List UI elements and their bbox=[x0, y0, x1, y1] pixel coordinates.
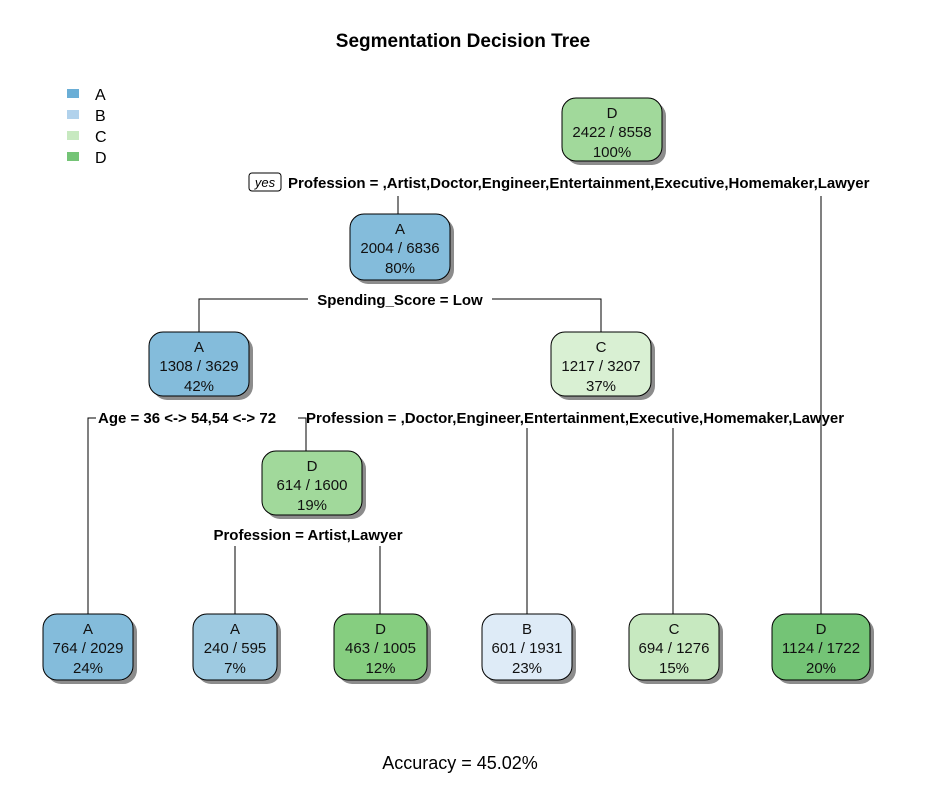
split-label-n2: Spending_Score = Low bbox=[317, 292, 483, 309]
node-box bbox=[148, 331, 250, 397]
tree-node-n4: A 1308 / 3629 42% bbox=[148, 331, 253, 400]
node-box bbox=[261, 450, 363, 516]
node-percent-label: 24% bbox=[73, 660, 103, 677]
yes-badge-box bbox=[248, 172, 282, 192]
node-count-label: 1124 / 1722 bbox=[782, 640, 860, 657]
legend-swatch-b bbox=[67, 110, 79, 119]
node-class-label: A bbox=[194, 339, 204, 356]
legend-label-a: A bbox=[95, 87, 106, 104]
node-percent-label: 20% bbox=[806, 660, 836, 677]
node-class-label: B bbox=[522, 621, 532, 638]
node-box bbox=[481, 613, 573, 681]
node-class-label: D bbox=[816, 621, 827, 638]
split-label-n4: Age = 36 <-> 54,54 <-> 72 bbox=[98, 410, 276, 427]
tree-node-leaf4: B 601 / 1931 23% bbox=[481, 613, 576, 684]
node-class-label: A bbox=[230, 621, 240, 638]
tree-edges bbox=[87, 196, 822, 614]
node-class-label: A bbox=[83, 621, 93, 638]
node-percent-label: 19% bbox=[297, 497, 327, 514]
edge-n2-n4 bbox=[198, 298, 308, 332]
node-percent-label: 15% bbox=[659, 660, 689, 677]
node-box bbox=[771, 613, 871, 681]
node-count-label: 2422 / 8558 bbox=[572, 124, 651, 141]
legend-swatch-c bbox=[67, 131, 79, 140]
node-count-label: 2004 / 6836 bbox=[360, 240, 439, 257]
tree-node-n5: C 1217 / 3207 37% bbox=[550, 331, 655, 400]
node-class-label: C bbox=[669, 621, 680, 638]
node-box bbox=[628, 613, 720, 681]
node-percent-label: 80% bbox=[385, 260, 415, 277]
node-count-label: 463 / 1005 bbox=[345, 640, 416, 657]
node-percent-label: 42% bbox=[184, 378, 214, 395]
node-percent-label: 23% bbox=[512, 660, 542, 677]
node-class-label: C bbox=[596, 339, 607, 356]
split-label-n5: Profession = ,Doctor,Engineer,Entertainm… bbox=[306, 410, 844, 427]
node-count-label: 240 / 595 bbox=[204, 640, 267, 657]
node-box bbox=[192, 613, 278, 681]
tree-node-leaf6: D 1124 / 1722 20% bbox=[771, 613, 874, 684]
legend: A B C D bbox=[67, 87, 107, 167]
legend-label-d: D bbox=[95, 150, 107, 167]
tree-node-leaf3: D 463 / 1005 12% bbox=[333, 613, 431, 684]
legend-swatch-a bbox=[67, 89, 79, 98]
node-count-label: 694 / 1276 bbox=[639, 640, 710, 657]
tree-node-leaf1: A 764 / 2029 24% bbox=[42, 613, 137, 684]
legend-label-c: C bbox=[95, 129, 107, 146]
edge-n4-n9 bbox=[298, 417, 307, 451]
node-percent-label: 37% bbox=[586, 378, 616, 395]
node-percent-label: 12% bbox=[365, 660, 395, 677]
split-label-root: Profession = ,Artist,Doctor,Engineer,Ent… bbox=[288, 175, 870, 192]
edge-n4-leaf1 bbox=[87, 417, 96, 614]
node-count-label: 601 / 1931 bbox=[492, 640, 563, 657]
node-class-label: D bbox=[307, 458, 318, 475]
tree-nodes: D 2422 / 8558 100% A 2004 / 6836 80% A 1308 / 3… bbox=[42, 97, 874, 684]
node-box bbox=[42, 613, 134, 681]
legend-label-b: B bbox=[95, 108, 106, 125]
tree-node-root: D 2422 / 8558 100% bbox=[561, 97, 666, 165]
node-count-label: 764 / 2029 bbox=[53, 640, 124, 657]
node-class-label: D bbox=[607, 105, 618, 122]
node-count-label: 614 / 1600 bbox=[277, 477, 348, 494]
tree-node-leaf2: A 240 / 595 7% bbox=[192, 613, 281, 684]
accuracy-label: Accuracy = 45.02% bbox=[382, 753, 538, 773]
node-class-label: A bbox=[395, 221, 405, 238]
node-box bbox=[550, 331, 652, 397]
node-box bbox=[349, 213, 451, 281]
node-percent-label: 100% bbox=[593, 144, 631, 161]
node-box bbox=[561, 97, 663, 162]
split-label-n9: Profession = Artist,Lawyer bbox=[213, 527, 402, 544]
node-percent-label: 7% bbox=[224, 660, 246, 677]
tree-node-leaf5: C 694 / 1276 15% bbox=[628, 613, 723, 684]
tree-node-n9: D 614 / 1600 19% bbox=[261, 450, 366, 519]
yes-badge: yes bbox=[248, 172, 282, 192]
node-count-label: 1217 / 3207 bbox=[561, 358, 640, 375]
node-count-label: 1308 / 3629 bbox=[159, 358, 238, 375]
tree-node-n2: A 2004 / 6836 80% bbox=[349, 213, 454, 284]
edge-n2-n5 bbox=[492, 298, 602, 332]
yes-badge-label: yes bbox=[254, 175, 276, 190]
node-box bbox=[333, 613, 428, 681]
node-class-label: D bbox=[375, 621, 386, 638]
diagram-title: Segmentation Decision Tree bbox=[336, 31, 590, 52]
split-labels: yes Profession = ,Artist,Doctor,Engineer… bbox=[98, 172, 870, 544]
legend-swatch-d bbox=[67, 152, 79, 161]
